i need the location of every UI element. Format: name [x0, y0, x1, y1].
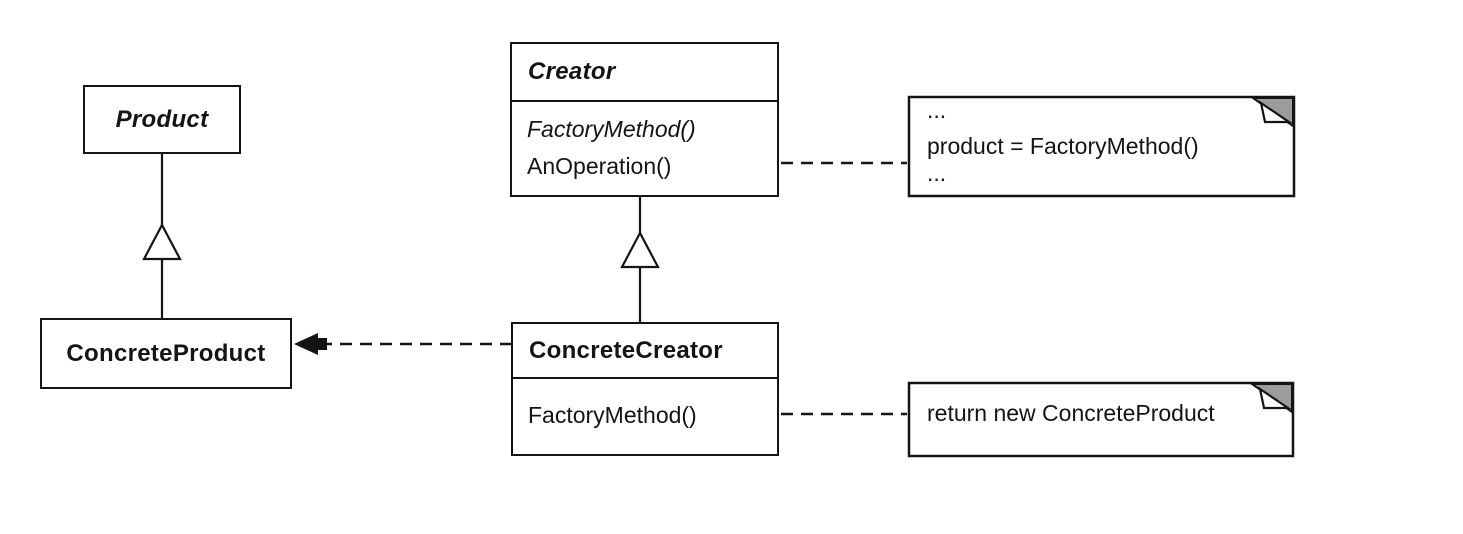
- method-creator-an-operation: AnOperation(): [527, 152, 672, 179]
- class-name-concrete-creator: ConcreteCreator: [529, 336, 723, 364]
- product-generalization-connector: [142, 154, 182, 318]
- creator-note-line-ellipsis-bottom: ...: [927, 160, 947, 186]
- creator-note-line-ellipsis-top: ...: [927, 97, 947, 123]
- filled-arrowhead: [294, 333, 318, 355]
- note-fold-flap: [1259, 100, 1293, 124]
- class-box-concrete-product: ConcreteProduct: [40, 318, 292, 389]
- creator-generalization-connector: [620, 197, 660, 322]
- method-creator-factory-method: FactoryMethod(): [527, 115, 696, 142]
- class-name-creator: Creator: [528, 58, 616, 85]
- concrete-creator-methods-compartment: FactoryMethod(): [513, 379, 777, 452]
- class-box-product: Product: [83, 85, 241, 154]
- creator-title-compartment: Creator: [512, 44, 777, 102]
- note-fold-flap: [1258, 386, 1292, 410]
- creator-note-line-code: product = FactoryMethod(): [927, 133, 1199, 159]
- creates-dependency-arrow: [294, 333, 511, 355]
- hollow-triangle-arrowhead: [142, 222, 182, 261]
- concrete-creator-note-shape: [907, 381, 1295, 458]
- creator-note-shape: [907, 95, 1296, 198]
- class-box-concrete-creator: ConcreteCreator FactoryMethod(): [511, 322, 779, 456]
- concrete-creator-title-compartment: ConcreteCreator: [513, 324, 777, 379]
- class-name-product: Product: [115, 105, 209, 133]
- concrete-creator-note-line-code: return new ConcreteProduct: [927, 400, 1215, 426]
- method-concrete-creator-factory-method: FactoryMethod(): [528, 402, 697, 428]
- class-box-creator: Creator FactoryMethod() AnOperation(): [510, 42, 779, 197]
- class-name-concrete-product: ConcreteProduct: [66, 339, 266, 367]
- creator-methods-compartment: FactoryMethod() AnOperation(): [512, 102, 777, 193]
- hollow-triangle-arrowhead: [620, 230, 660, 269]
